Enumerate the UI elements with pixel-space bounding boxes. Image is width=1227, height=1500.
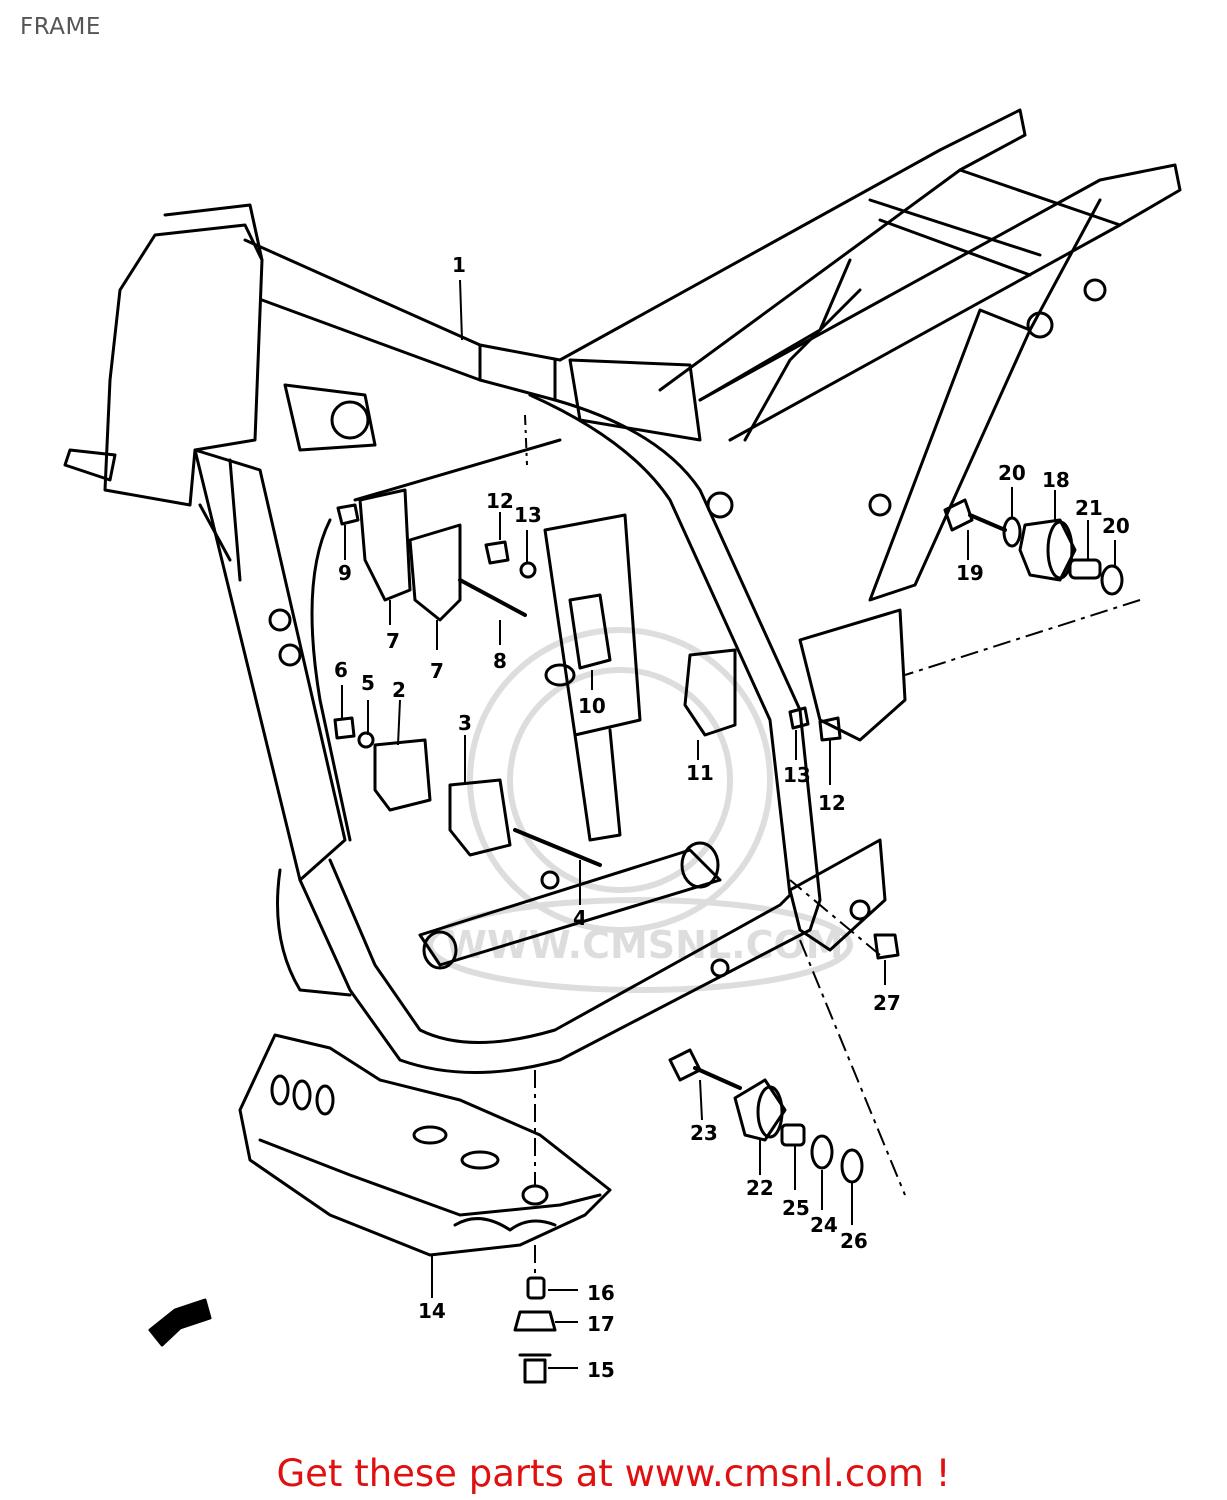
pivot-tube — [418, 848, 722, 967]
callout-25: 25 — [782, 1196, 810, 1220]
callout-3: 3 — [458, 711, 472, 735]
watermark: WWW.CMSNL.COM — [427, 627, 853, 993]
callout-10: 10 — [578, 694, 606, 718]
leader-lines — [341, 279, 1141, 1369]
frame-linework — [63, 108, 1182, 1384]
callout-13b: 13 — [783, 763, 811, 787]
callout-14: 14 — [418, 1299, 446, 1323]
engine-plate-11 — [683, 648, 737, 737]
callout-21: 21 — [1075, 496, 1103, 520]
rear-rail-lower — [698, 163, 1182, 442]
callout-6: 6 — [334, 658, 348, 682]
callout-2: 2 — [392, 678, 406, 702]
callout-12a: 12 — [486, 489, 514, 513]
callout-8: 8 — [493, 649, 507, 673]
rear-rail-upper — [558, 108, 1027, 392]
engine-plate-3 — [448, 778, 512, 857]
callout-15: 15 — [587, 1358, 615, 1382]
callout-27: 27 — [873, 991, 901, 1015]
front-direction-arrow — [148, 1298, 212, 1347]
footer-link-text[interactable]: Get these parts at www.cmsnl.com ! — [276, 1452, 951, 1495]
callout-26: 26 — [840, 1229, 868, 1253]
callout-7a: 7 — [386, 629, 400, 653]
callout-13a: 13 — [514, 503, 542, 527]
callout-5: 5 — [361, 671, 375, 695]
callout-9: 9 — [338, 561, 352, 585]
callout-12b: 12 — [818, 791, 846, 815]
skid-plate — [238, 1033, 612, 1257]
callout-23: 23 — [690, 1121, 718, 1145]
callout-20a: 20 — [998, 461, 1026, 485]
callout-11: 11 — [686, 761, 714, 785]
callout-7b: 7 — [430, 659, 444, 683]
rear-strut — [868, 308, 1032, 602]
engine-plate-7b — [408, 523, 462, 622]
callout-19: 19 — [956, 561, 984, 585]
top-spine — [243, 238, 562, 402]
callout-20b: 20 — [1102, 514, 1130, 538]
callout-18: 18 — [1042, 468, 1070, 492]
callout-4: 4 — [573, 906, 587, 930]
down-tube — [193, 448, 347, 882]
callout-1: 1 — [452, 253, 466, 277]
callout-16: 16 — [587, 1281, 615, 1305]
callout-24: 24 — [810, 1213, 838, 1237]
engine-plate-2 — [373, 738, 432, 812]
page-title: FRAME — [20, 14, 101, 40]
callout-labels: 1 2 3 4 5 6 7 7 8 9 10 11 12 12 13 13 14… — [334, 253, 1130, 1382]
engine-plate-7a — [358, 488, 412, 602]
lower-cradle — [298, 398, 822, 1074]
callout-22: 22 — [746, 1176, 774, 1200]
callout-17: 17 — [587, 1312, 615, 1336]
watermark-text: WWW.CMSNL.COM — [445, 923, 844, 967]
